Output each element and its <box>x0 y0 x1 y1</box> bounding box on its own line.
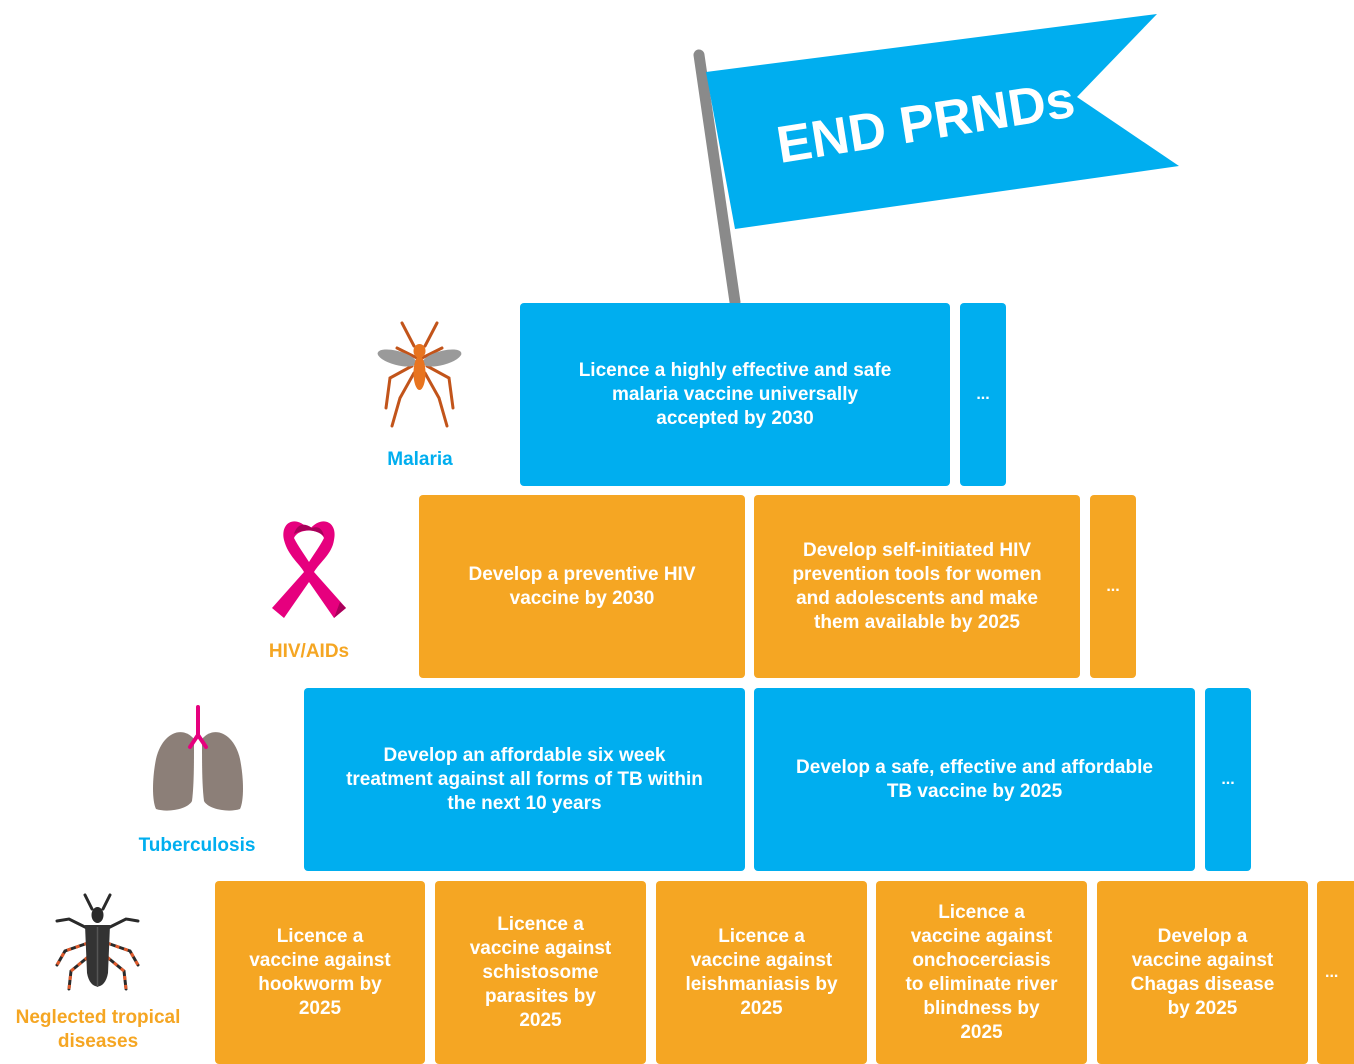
goal-text: Licence a vaccine against schistosome pa… <box>469 913 612 1031</box>
bug-icon <box>55 893 140 991</box>
goal-text: Licence a vaccine against leishmaniasis … <box>685 925 838 1019</box>
goal-malaria-more: ... <box>960 303 1006 486</box>
goal-hiv-vaccine: Develop a preventive HIV vaccine by 2030 <box>419 495 745 678</box>
more-ellipsis: ... <box>1106 577 1120 595</box>
goal-text: Develop a vaccine against Chagas disease… <box>1130 925 1275 1019</box>
row-label-ntd: Neglected tropical diseases <box>15 1007 181 1052</box>
end-prnds-flag: END PRNDs <box>693 14 1179 308</box>
flag-banner <box>706 14 1179 229</box>
goal-tb-treatment: Develop an affordable six week treatment… <box>304 688 745 871</box>
goal-text: Licence a vaccine against onchocerciasis… <box>905 901 1058 1043</box>
goal-ntd-schistosome: Licence a vaccine against schistosome pa… <box>435 881 646 1064</box>
goal-text: Licence a vaccine against hookworm by 20… <box>249 925 391 1019</box>
flag-pole <box>693 49 741 308</box>
goal-ntd-chagas: Develop a vaccine against Chagas disease… <box>1097 881 1308 1064</box>
goal-text: Develop self-initiated HIV prevention to… <box>792 539 1042 633</box>
goal-ntd-more: ... <box>1317 881 1354 1064</box>
lungs-icon <box>153 705 243 811</box>
row-label-malaria: Malaria <box>387 449 453 470</box>
more-ellipsis: ... <box>1221 770 1235 788</box>
goal-text: Develop a preventive HIV vaccine by 2030 <box>468 563 696 609</box>
goal-hiv-prevention-tools: Develop self-initiated HIV prevention to… <box>754 495 1080 678</box>
goal-text: Licence a highly effective and safe mala… <box>578 359 892 429</box>
ribbon-icon <box>272 521 346 618</box>
goal-tb-more: ... <box>1205 688 1251 871</box>
goal-tb-vaccine: Develop a safe, effective and affordable… <box>754 688 1195 871</box>
goal-ntd-onchocerciasis: Licence a vaccine against onchocerciasis… <box>876 881 1087 1064</box>
goal-text: Develop a safe, effective and affordable… <box>796 756 1153 802</box>
mosquito-icon <box>377 321 462 428</box>
goal-hiv-more: ... <box>1090 495 1136 678</box>
goal-text: Develop an affordable six week treatment… <box>346 744 703 814</box>
more-ellipsis: ... <box>1325 963 1339 981</box>
goal-ntd-hookworm: Licence a vaccine against hookworm by 20… <box>215 881 425 1064</box>
more-ellipsis: ... <box>976 385 990 403</box>
row-label-hiv: HIV/AIDs <box>268 641 350 662</box>
goal-ntd-leishmaniasis: Licence a vaccine against leishmaniasis … <box>656 881 867 1064</box>
row-label-tb: Tuberculosis <box>138 835 256 856</box>
goal-malaria-vaccine: Licence a highly effective and safe mala… <box>520 303 950 486</box>
